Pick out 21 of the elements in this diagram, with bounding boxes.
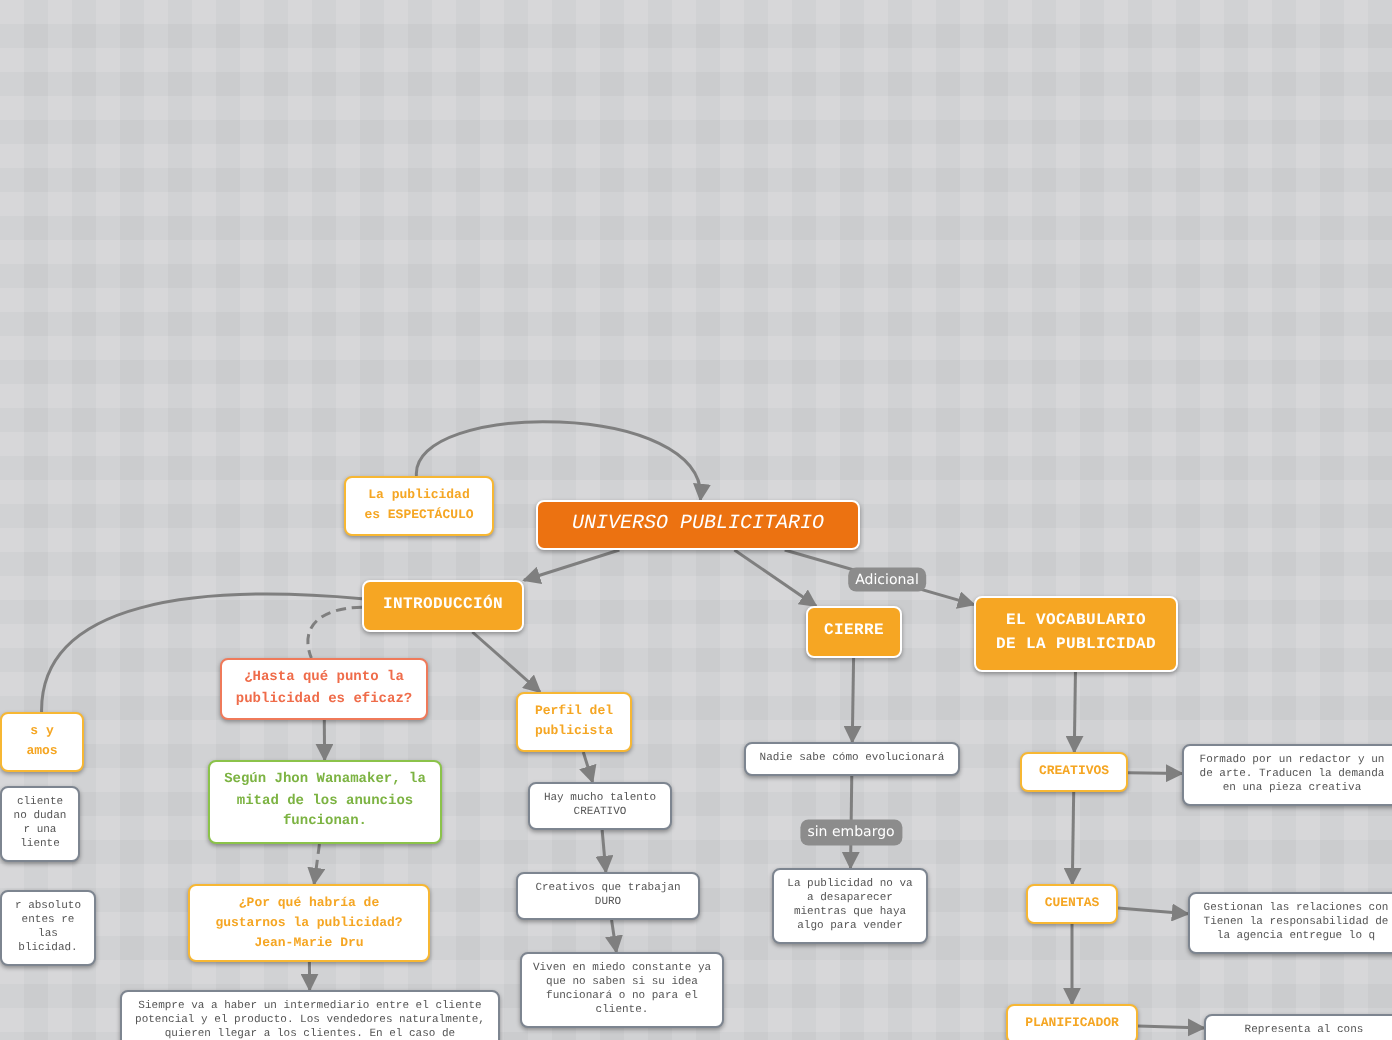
connector-arrow <box>315 720 334 762</box>
connector-arrow <box>733 548 818 608</box>
connector-arrow <box>595 829 614 874</box>
connector-arrow <box>415 420 707 502</box>
root-topic-box: UNIVERSO PUBLICITARIO <box>536 500 860 550</box>
connector-arrow <box>522 548 620 584</box>
connector-arrow <box>1063 924 1081 1006</box>
connector-arrow <box>605 919 623 954</box>
connector-arrow <box>1063 791 1082 886</box>
topic-box: INTRODUCCIÓN <box>362 580 524 632</box>
connector-arrow <box>843 657 862 744</box>
connector-arrow <box>1137 1018 1206 1037</box>
connector-arrow <box>471 630 542 694</box>
connector-arrow <box>579 751 597 784</box>
connector-arrow <box>300 962 319 992</box>
connector-arrow <box>1127 764 1184 783</box>
topic-box: EL VOCABULARIO DE LA PUBLICIDAD <box>974 596 1178 672</box>
connector-arrow <box>307 843 326 886</box>
connector-arrow <box>1117 903 1190 922</box>
topic-box: CIERRE <box>806 606 902 658</box>
connector-arrow <box>1065 671 1084 754</box>
